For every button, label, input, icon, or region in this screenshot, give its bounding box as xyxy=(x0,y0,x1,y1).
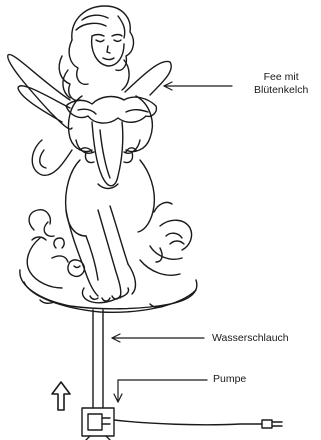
power-cord xyxy=(114,420,282,428)
label-pump: Pumpe xyxy=(213,373,246,386)
label-fairy: Fee mit Blütenkelch xyxy=(254,71,308,97)
label-hose: Wasserschlauch xyxy=(212,332,289,345)
fairy-legs xyxy=(66,206,135,303)
rock-base xyxy=(27,202,191,288)
pump xyxy=(82,408,114,440)
fairy-head xyxy=(59,6,133,100)
label-fairy-line2: Blütenkelch xyxy=(254,84,308,97)
fairy-body xyxy=(66,96,157,236)
water-hose xyxy=(93,310,103,408)
up-arrow-icon xyxy=(52,382,70,410)
platform-disc xyxy=(20,270,197,312)
label-fairy-line1: Fee mit xyxy=(254,71,308,84)
fairy-wings xyxy=(8,54,172,175)
